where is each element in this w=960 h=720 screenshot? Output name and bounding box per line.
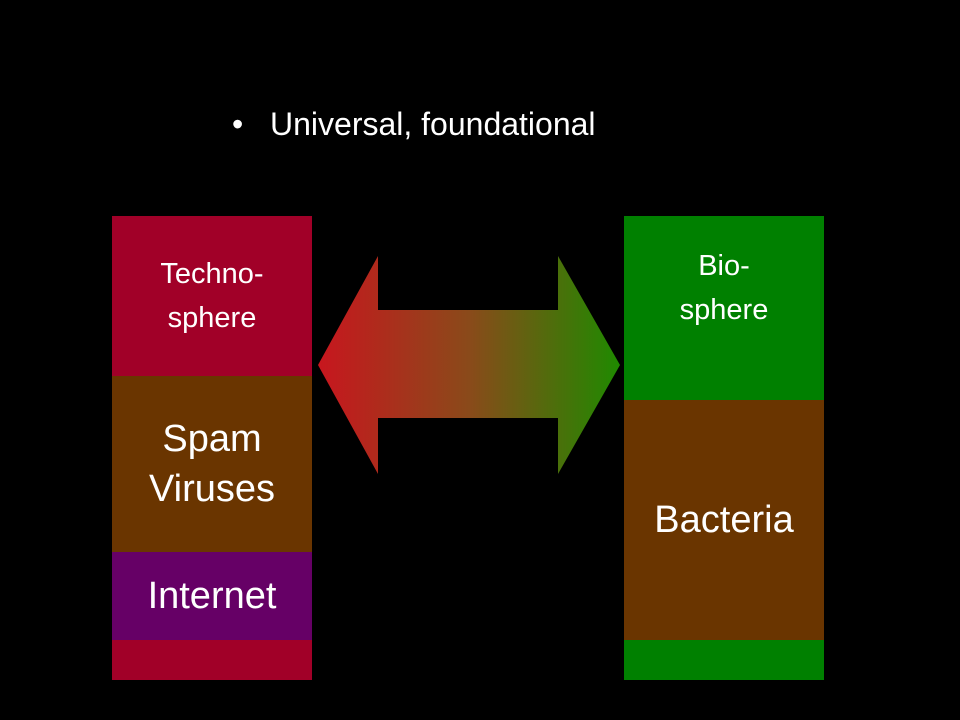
biosphere-stack: Bio- sphere Bacteria	[624, 216, 824, 680]
biosphere-label-line2: sphere	[679, 294, 769, 326]
biosphere-block: Bio- sphere	[624, 216, 824, 400]
technosphere-label-line2: sphere	[167, 302, 257, 334]
technosphere-block: Techno- sphere	[112, 216, 312, 376]
spam-label: Spam	[162, 418, 262, 460]
internet-block: Internet	[112, 552, 312, 640]
bullet-text: Universal, foundational	[270, 106, 596, 142]
bullet-point: • Universal, foundational	[232, 104, 596, 144]
biosphere-base-block	[624, 640, 824, 680]
technosphere-label-line1: Techno-	[160, 258, 264, 290]
spam-viruses-block: Spam Viruses	[112, 376, 312, 552]
biosphere-label-line1: Bio-	[698, 250, 750, 282]
double-arrow-icon	[318, 256, 620, 474]
technosphere-base-block	[112, 640, 312, 680]
bacteria-label: Bacteria	[654, 499, 794, 541]
internet-label: Internet	[147, 575, 277, 617]
technosphere-stack: Techno- sphere Spam Viruses Internet	[112, 216, 312, 680]
bullet-symbol: •	[232, 106, 244, 142]
viruses-label: Viruses	[148, 468, 276, 510]
bacteria-block: Bacteria	[624, 400, 824, 640]
double-arrow-shape	[318, 256, 620, 474]
